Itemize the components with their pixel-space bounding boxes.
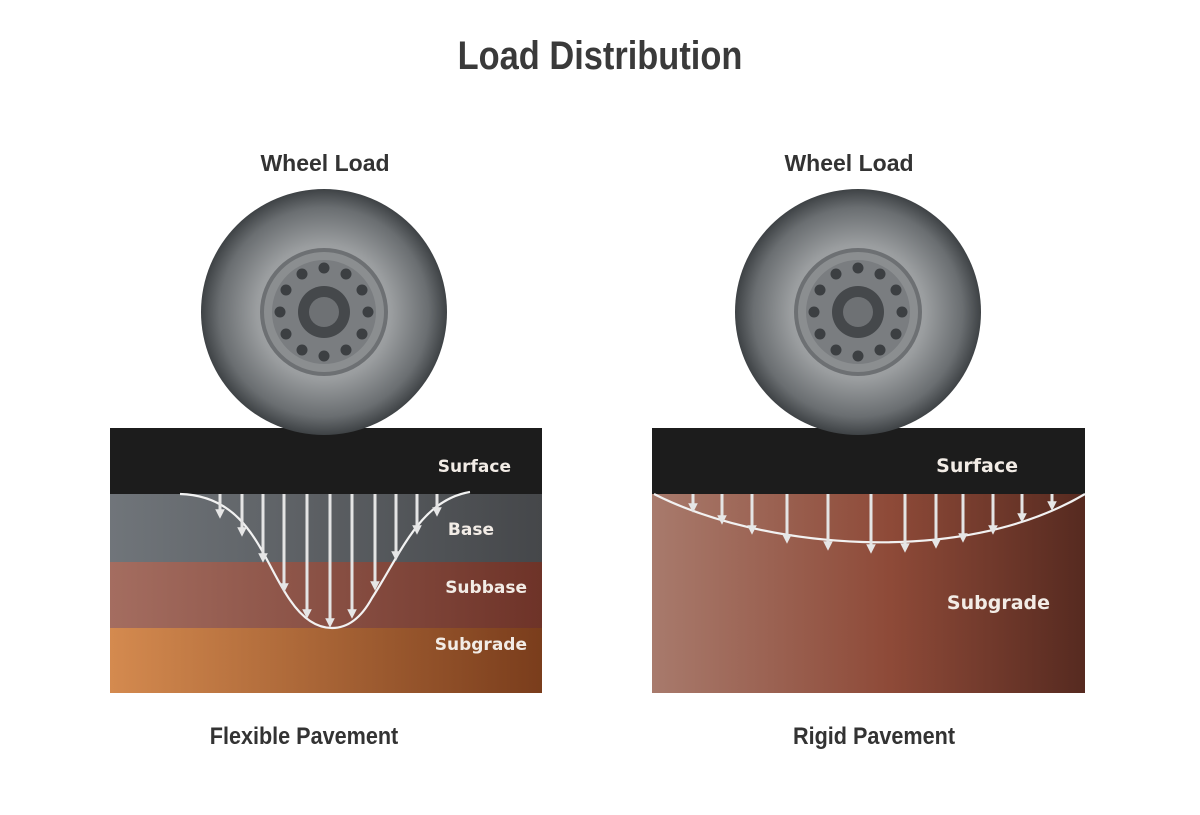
rigid-stress-curve [653,493,1086,544]
rigid-surface-label: Surface [936,455,1018,477]
rigid-load-arrows [688,494,1057,554]
page-title: Load Distribution [457,34,743,78]
flexible-subbase-layer [110,562,542,628]
flexible-surface-label: Surface [438,457,511,477]
flexible-surface-layer [110,428,542,494]
flexible-subgrade-layer [110,628,542,693]
rigid-pavement-group: Surface Subgrade [652,189,1086,693]
flexible-base-layer [110,494,542,562]
flexible-subgrade-label: Subgrade [435,635,527,655]
flexible-subbase-label: Subbase [445,578,527,598]
flexible-pavement-caption: Flexible Pavement [209,723,399,750]
wheel-icon [735,189,981,435]
flexible-base-label: Base [448,520,494,540]
flexible-stress-curve [179,490,471,630]
flexible-wheel-load-label: Wheel Load [260,150,390,176]
wheel-icon [201,189,447,435]
rigid-subgrade-label: Subgrade [947,592,1050,614]
rigid-subgrade-layer [652,494,1085,693]
flexible-load-arrows [215,494,442,628]
rigid-wheel-load-label: Wheel Load [784,150,914,176]
rigid-pavement-caption: Rigid Pavement [792,723,956,750]
flexible-pavement-group: Surface Base Subbase Subgrade [110,189,542,693]
rigid-surface-layer [652,428,1085,494]
